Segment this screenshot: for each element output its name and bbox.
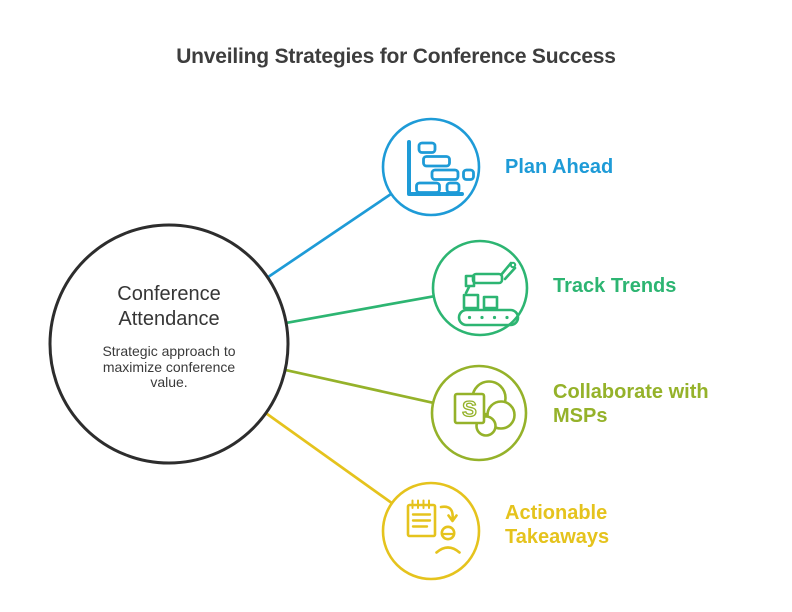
central-text-block: Conference Attendance Strategic approach… — [59, 282, 279, 391]
clipboard-person-icon — [406, 499, 461, 554]
gantt-chart-icon — [407, 140, 475, 196]
central-description: Strategic approach to maximize conferenc… — [102, 343, 236, 390]
central-circle — [48, 223, 290, 465]
connector-line-track-trends — [285, 294, 434, 325]
sharepoint-icon: S — [453, 380, 516, 437]
page-title: Unveiling Strategies for Conference Succ… — [176, 45, 616, 68]
sharepoint-letter: S — [462, 397, 477, 422]
central-heading: Conference Attendance — [117, 283, 221, 330]
node-label-takeaways: Actionable Takeaways — [505, 502, 610, 548]
node-label-collaborate: Collaborate with MSPs — [553, 381, 709, 427]
node-label-track-trends: Track Trends — [553, 275, 677, 297]
node-circle-track-trends — [431, 239, 529, 337]
connector-line-plan-ahead — [266, 192, 392, 279]
connector-line-collaborate — [284, 368, 434, 405]
connector-line-takeaways — [265, 412, 393, 505]
node-circle-takeaways — [381, 481, 481, 581]
node-label-plan-ahead: Plan Ahead — [505, 156, 614, 178]
robot-arm-conveyor-icon — [457, 261, 520, 327]
